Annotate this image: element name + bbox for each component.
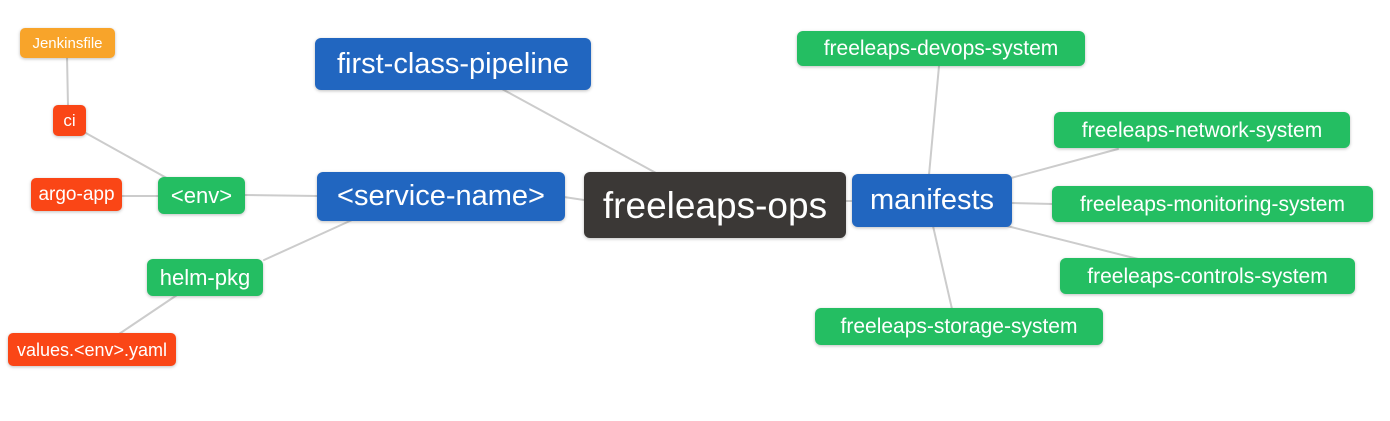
node-ci[interactable]: ci (53, 105, 86, 136)
node-env[interactable]: <env> (158, 177, 245, 214)
node-freeleaps-ops[interactable]: freeleaps-ops (584, 172, 846, 238)
node-manifests[interactable]: manifests (852, 174, 1012, 227)
edge-values-helmpkg (118, 294, 178, 335)
node-service-name[interactable]: <service-name> (317, 172, 565, 221)
node-first-class-pipeline[interactable]: first-class-pipeline (315, 38, 591, 90)
node-argo-app[interactable]: argo-app (31, 178, 122, 211)
edge-manifests-monitoring (1010, 202, 1054, 205)
edge-helmpkg-servicename (263, 219, 353, 261)
node-freeleaps-devops-system[interactable]: freeleaps-devops-system (797, 31, 1085, 66)
node-jenkinsfile[interactable]: Jenkinsfile (20, 28, 115, 58)
node-freeleaps-network-system[interactable]: freeleaps-network-system (1054, 112, 1350, 148)
edge-env-servicename (243, 194, 319, 197)
edge-pipeline-ops (501, 88, 657, 174)
edge-ci-env (83, 131, 173, 182)
edge-servicename-ops (563, 196, 585, 201)
node-freeleaps-storage-system[interactable]: freeleaps-storage-system (815, 308, 1103, 345)
edge-jenkinsfile-ci (66, 55, 69, 107)
edge-manifests-network (1010, 148, 1119, 179)
node-values-env-yaml[interactable]: values.<env>.yaml (8, 333, 176, 366)
node-freeleaps-controls-system[interactable]: freeleaps-controls-system (1060, 258, 1355, 294)
edge-manifests-controls (1006, 225, 1139, 260)
node-helm-pkg[interactable]: helm-pkg (147, 259, 263, 296)
node-freeleaps-monitoring-system[interactable]: freeleaps-monitoring-system (1052, 186, 1373, 222)
edge-manifests-devops (928, 65, 940, 176)
edge-manifests-storage (932, 225, 953, 310)
